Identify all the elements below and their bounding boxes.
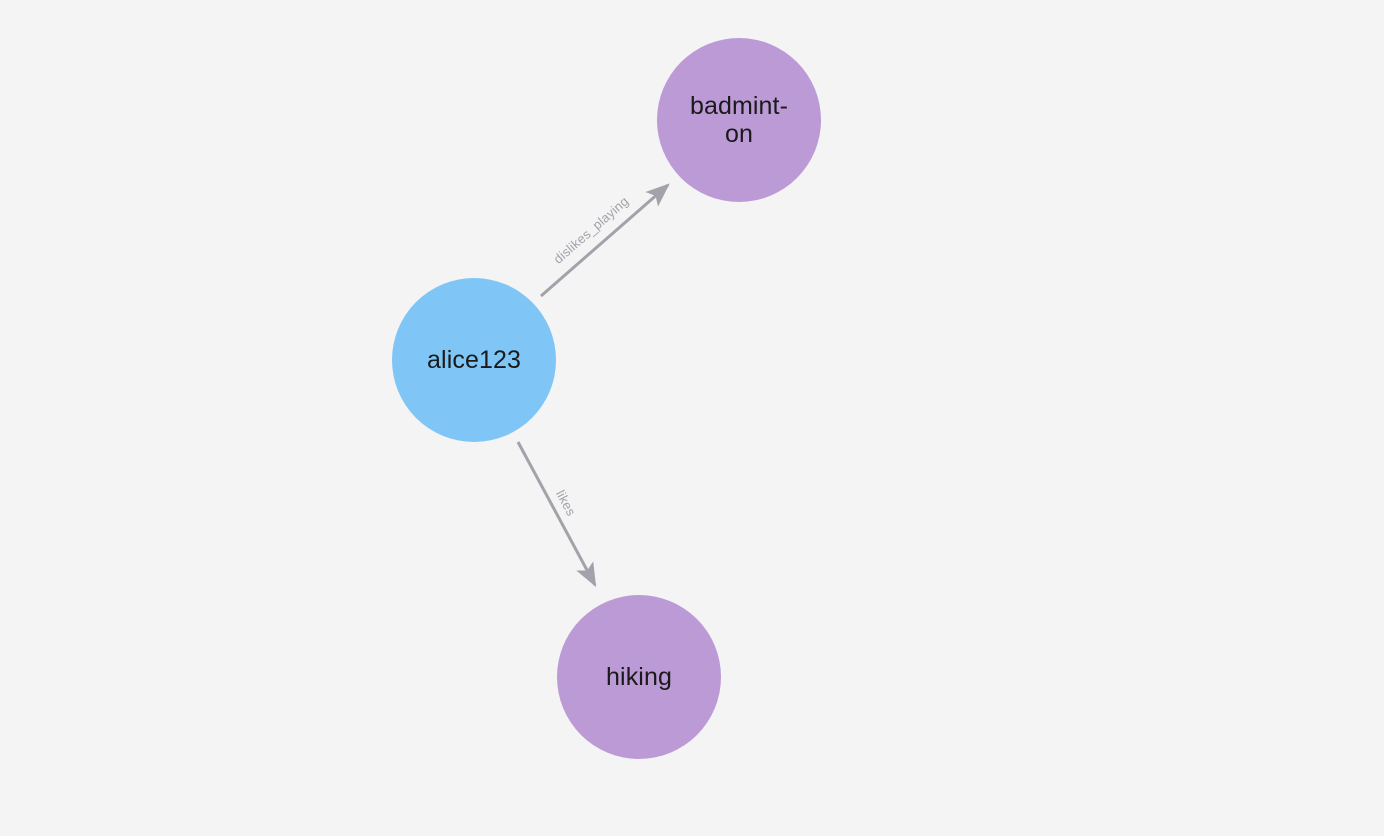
graph-node-badminton[interactable]: badmint- on bbox=[657, 38, 821, 202]
node-label-hiking: hiking bbox=[606, 663, 672, 691]
node-label-badminton: badmint- on bbox=[689, 92, 789, 148]
node-label-alice123: alice123 bbox=[427, 346, 521, 374]
graph-node-alice123[interactable]: alice123 bbox=[392, 278, 556, 442]
graph-node-hiking[interactable]: hiking bbox=[557, 595, 721, 759]
edge-likes-line[interactable] bbox=[516, 441, 597, 588]
edge-dislikes-playing-line[interactable] bbox=[540, 183, 670, 298]
